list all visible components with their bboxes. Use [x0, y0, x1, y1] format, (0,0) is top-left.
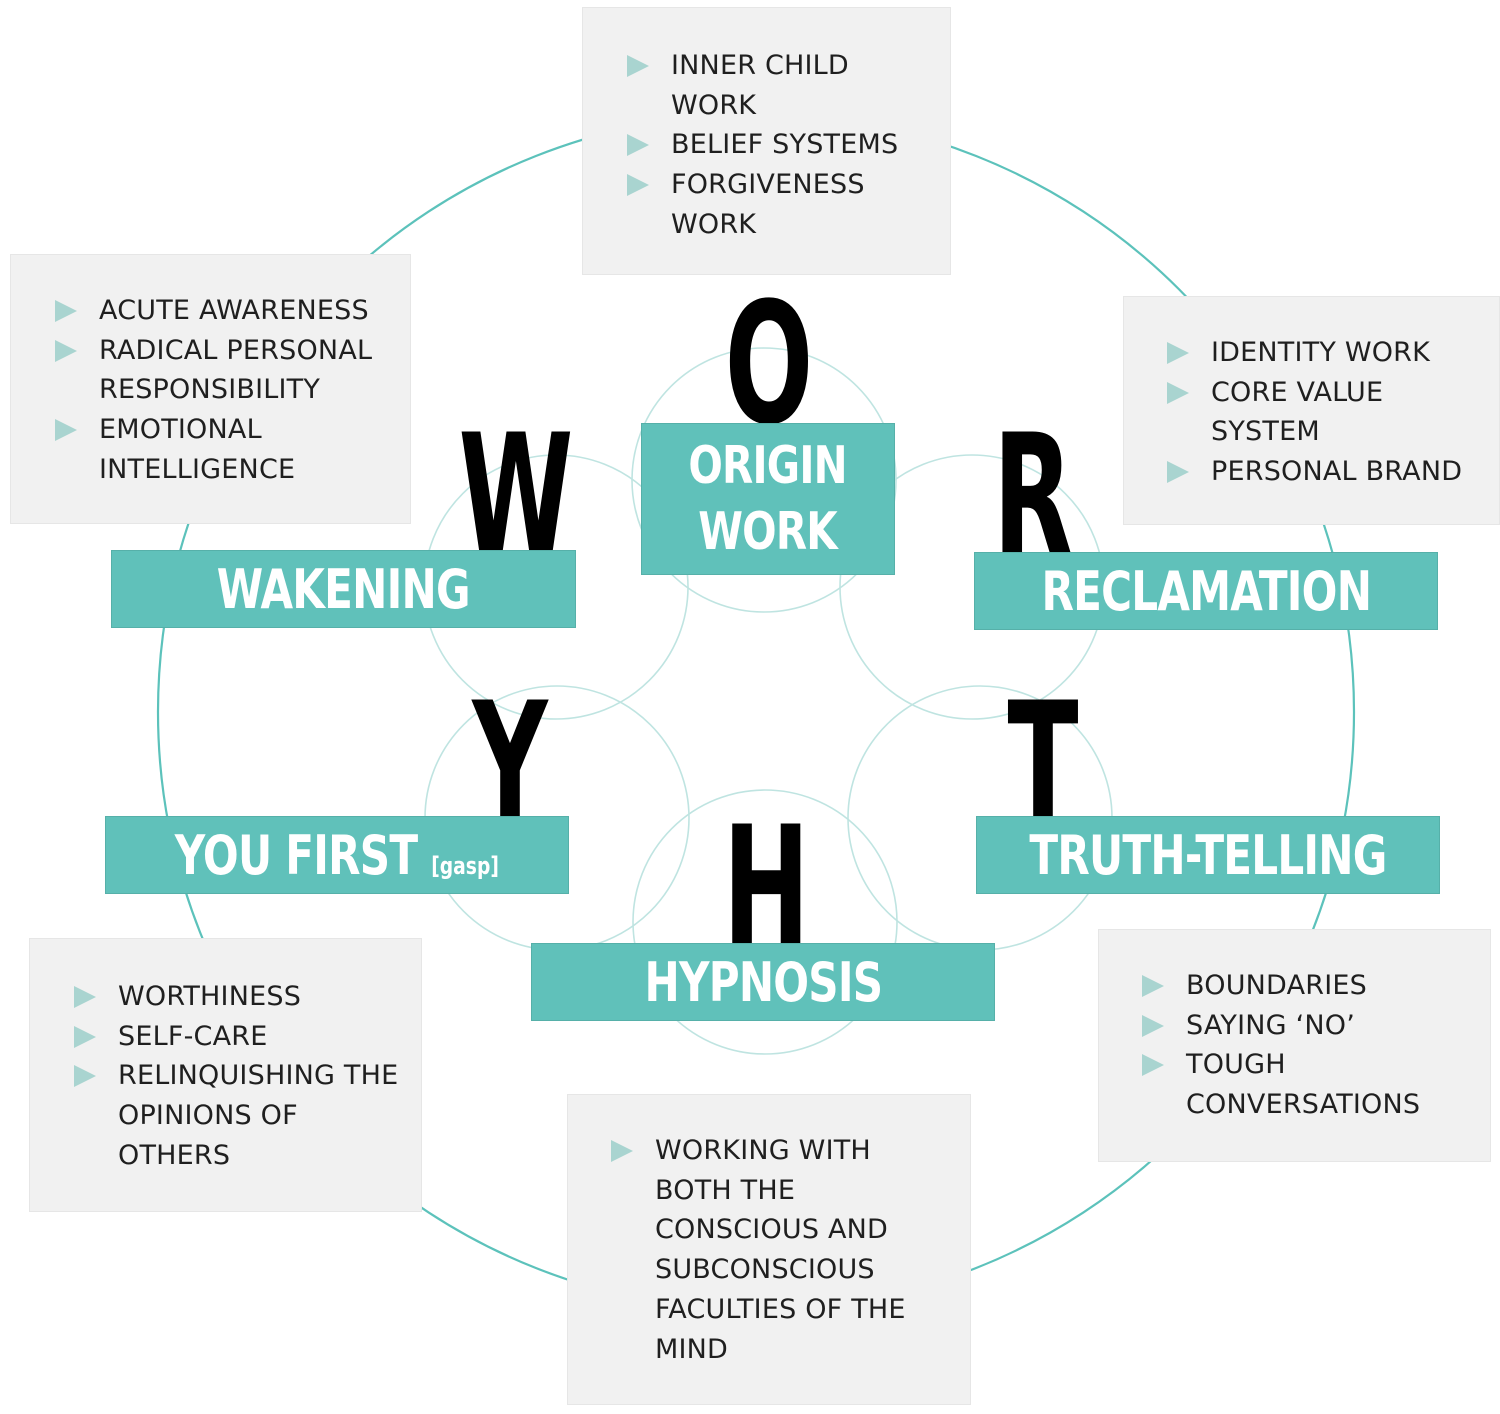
banner-origin-work: ORIGIN WORK: [641, 423, 895, 575]
list-item: PERSONAL BRAND: [1167, 452, 1499, 492]
banner-you-first-note: [gasp]: [431, 851, 500, 880]
card-wakening-list: ACUTE AWARENESS RADICAL PERSONAL RESPONS…: [55, 291, 410, 490]
bullet-arrow-icon: [74, 1065, 96, 1088]
bullet-arrow-icon: [1142, 975, 1164, 997]
banner-truth-telling: TRUTH-TELLING: [976, 816, 1440, 894]
list-item: EMOTIONAL INTELLIGENCE: [55, 410, 359, 489]
banner-hypnosis: HYPNOSIS: [531, 943, 995, 1021]
banner-reclamation: RECLAMATION: [974, 552, 1438, 630]
card-truth-telling-list: BOUNDARIES SAYING ‘NO’ TOUGH CONVERSATIO…: [1142, 966, 1490, 1125]
card-you-first: WORTHINESS SELF-CARE RELINQUISHING THE O…: [29, 938, 422, 1212]
bullet-arrow-icon: [74, 986, 96, 1008]
bullet-arrow-icon: [627, 55, 649, 77]
banner-wakening: WAKENING: [111, 550, 576, 628]
list-item: CORE VALUE SYSTEM: [1167, 373, 1441, 452]
list-item: SAYING ‘NO’: [1142, 1006, 1490, 1046]
card-reclamation-list: IDENTITY WORK CORE VALUE SYSTEM PERSONAL…: [1167, 333, 1499, 492]
bullet-arrow-icon: [1142, 1014, 1164, 1037]
bullet-arrow-icon: [55, 300, 77, 322]
card-reclamation: IDENTITY WORK CORE VALUE SYSTEM PERSONAL…: [1123, 296, 1500, 525]
card-origin-list: INNER CHILD WORK BELIEF SYSTEMS FORGIVEN…: [627, 46, 950, 245]
bullet-arrow-icon: [1142, 1054, 1164, 1077]
list-item: TOUGH CONVERSATIONS: [1142, 1045, 1446, 1124]
banner-origin-line2: WORK: [698, 502, 839, 562]
card-wakening: ACUTE AWARENESS RADICAL PERSONAL RESPONS…: [10, 254, 411, 524]
card-hypnosis-list: WORKING WITH BOTH THE CONSCIOUS AND SUBC…: [611, 1131, 970, 1369]
list-item: RADICAL PERSONAL RESPONSIBILITY: [55, 331, 399, 410]
banner-origin-line1: ORIGIN: [688, 436, 848, 496]
list-item: RELINQUISHING THE OPINIONS OF OTHERS: [74, 1056, 418, 1175]
banner-hypnosis-label: HYPNOSIS: [644, 950, 883, 1014]
bullet-arrow-icon: [55, 339, 77, 362]
bullet-arrow-icon: [1167, 381, 1189, 404]
bullet-arrow-icon: [627, 134, 649, 157]
bullet-arrow-icon: [74, 1025, 96, 1048]
list-item: SELF-CARE: [74, 1017, 421, 1057]
banner-reclamation-label: RECLAMATION: [1041, 559, 1371, 623]
list-item: BELIEF SYSTEMS: [627, 125, 950, 165]
list-item: BOUNDARIES: [1142, 966, 1490, 1006]
list-item: FORGIVENESS WORK: [627, 165, 911, 244]
letter-o: O: [724, 266, 814, 462]
list-item: ACUTE AWARENESS: [55, 291, 410, 331]
list-item: INNER CHILD WORK: [627, 46, 911, 125]
bullet-arrow-icon: [611, 1140, 633, 1162]
bullet-arrow-icon: [1167, 461, 1189, 484]
banner-you-first-label: YOU FIRST: [174, 823, 418, 887]
inner-ring-bottom: [632, 789, 898, 1055]
card-hypnosis: WORKING WITH BOTH THE CONSCIOUS AND SUBC…: [567, 1094, 971, 1405]
bullet-arrow-icon: [627, 174, 649, 197]
card-you-first-list: WORTHINESS SELF-CARE RELINQUISHING THE O…: [74, 977, 421, 1176]
list-item: WORKING WITH BOTH THE CONSCIOUS AND SUBC…: [611, 1131, 915, 1369]
banner-you-first: YOU FIRST [gasp]: [105, 816, 569, 894]
list-item: IDENTITY WORK: [1167, 333, 1499, 373]
bullet-arrow-icon: [55, 419, 77, 442]
card-truth-telling: BOUNDARIES SAYING ‘NO’ TOUGH CONVERSATIO…: [1098, 929, 1491, 1162]
list-item: WORTHINESS: [74, 977, 421, 1017]
banner-truth-telling-label: TRUTH-TELLING: [1029, 823, 1387, 887]
card-origin-work: INNER CHILD WORK BELIEF SYSTEMS FORGIVEN…: [582, 7, 951, 275]
banner-wakening-label: WAKENING: [216, 557, 471, 621]
bullet-arrow-icon: [1167, 342, 1189, 364]
